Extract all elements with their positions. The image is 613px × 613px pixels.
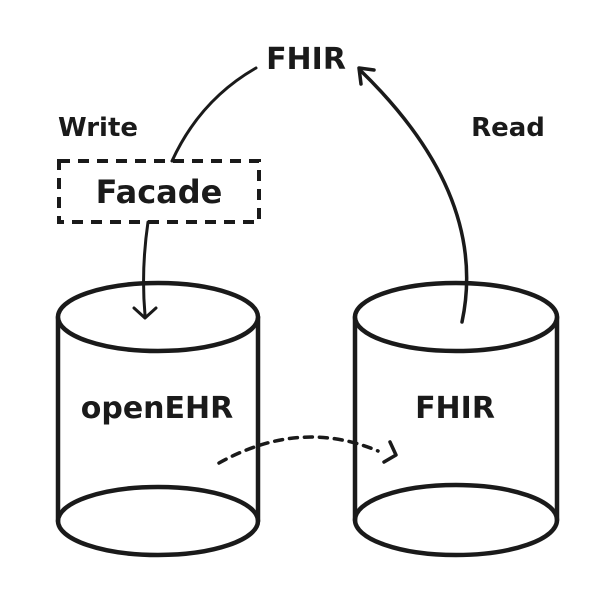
fhir-api-label: FHIR [266,42,346,77]
edge-fhirdb-to-fhir-arrowhead [357,66,376,86]
read-label: Read [471,113,545,143]
fhir-db-bottom-ellipse [352,482,560,558]
edge-facade-to-openehr-arrowhead [132,306,158,320]
fhir-db-cylinder [352,280,560,558]
openehr-db-label: openEHR [81,391,234,426]
facade-label: Facade [96,173,223,211]
openehr-db-top-ellipse [55,280,261,354]
openehr-db-cylinder [55,280,261,558]
facade-box [57,159,261,224]
fhir-db-top-ellipse [352,280,560,354]
edge-facade-to-openehr [142,220,150,317]
write-label: Write [58,113,138,143]
edge-fhir-to-facade [170,66,258,163]
edge-openehr-to-fhirdb-arrowhead [382,440,398,464]
openehr-db-bottom-ellipse [55,484,261,558]
edge-openehr-to-fhirdb [217,435,380,465]
fhir-db-label: FHIR [415,391,495,426]
edge-fhirdb-to-fhir [358,68,469,324]
